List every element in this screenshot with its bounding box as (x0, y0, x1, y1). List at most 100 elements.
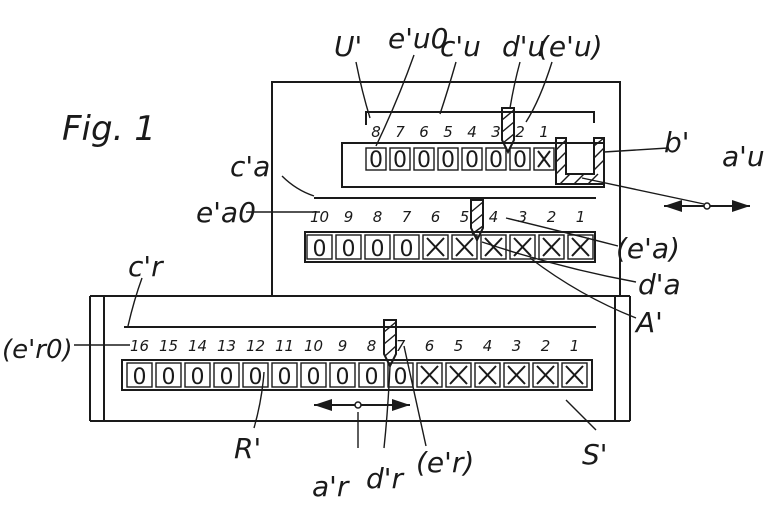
upper-cell-zero: 0 (485, 147, 507, 173)
upper-cell-zero: 0 (413, 147, 435, 173)
middle-cell-cross: X (451, 234, 478, 260)
lower-position-number: 7 (396, 337, 406, 355)
upper-cell-zero: 0 (461, 147, 483, 173)
middle-position-number: 5 (460, 208, 470, 226)
lower-position-number: 16 (130, 337, 149, 355)
svg-text:0: 0 (220, 365, 234, 390)
svg-text:0: 0 (278, 365, 292, 390)
upper-arrow-au (581, 177, 750, 212)
svg-text:X: X (545, 383, 546, 385)
middle-position-number: 9 (344, 208, 354, 226)
lower-cell-zero: 0 (387, 362, 414, 390)
svg-text:0: 0 (417, 148, 431, 173)
lower-position-number: 14 (188, 337, 207, 355)
middle-position-number: 3 (518, 208, 528, 226)
lower-position-number: 9 (338, 337, 348, 355)
lower-position-number: 13 (217, 337, 236, 355)
upper-position-number: 7 (395, 123, 405, 141)
svg-text:0: 0 (394, 365, 408, 390)
reference-labels: U' e'u0 c'u d'u (e'u) b' a'u c'a e'a0 (e… (2, 22, 765, 503)
svg-text:0: 0 (313, 237, 327, 262)
middle-position-number: 1 (576, 208, 586, 226)
lower-position-number: 1 (570, 337, 580, 355)
middle-cell-zero: 0 (364, 234, 391, 262)
label-r: R' (234, 432, 261, 465)
upper-cell-zero: 0 (509, 147, 531, 173)
lower-cell-zero: 0 (329, 362, 356, 390)
label-ea0: e'a0 (196, 196, 256, 229)
middle-cell-zero: 0 (306, 234, 333, 262)
middle-position-number: 6 (431, 208, 441, 226)
label-ar: a'r (312, 470, 350, 503)
lower-cell-zero: 0 (300, 362, 327, 390)
middle-pointer-da (470, 199, 484, 243)
lower-cell-cross: X (474, 362, 501, 388)
svg-text:0: 0 (191, 365, 205, 390)
upper-position-number: 6 (419, 123, 429, 141)
leader-lines (74, 54, 669, 449)
upper-cell-zero: 0 (389, 147, 411, 173)
upper-position-number: 1 (539, 123, 549, 141)
label-ea-paren: (e'a) (616, 232, 680, 265)
lower-cell-zero: 0 (271, 362, 298, 390)
svg-text:0: 0 (369, 148, 383, 173)
lower-position-number: 2 (541, 337, 551, 355)
svg-text:X: X (493, 255, 494, 257)
lower-position-number: 8 (367, 337, 377, 355)
label-u: U' (334, 30, 362, 63)
lower-position-number: 4 (483, 337, 493, 355)
label-cu: c'u (440, 30, 481, 63)
svg-text:0: 0 (307, 365, 321, 390)
lower-cell-zero: 0 (155, 362, 182, 390)
svg-text:X: X (516, 383, 517, 385)
svg-text:X: X (464, 255, 465, 257)
middle-position-number: 10 (310, 208, 329, 226)
label-eu-paren: (e'u) (538, 30, 603, 63)
middle-position-number: 7 (402, 208, 412, 226)
label-er0-paren: (e'r0) (2, 335, 73, 365)
label-a: A' (634, 306, 663, 339)
upper-cell-zero: 0 (437, 147, 459, 173)
upper-cell-cross: X (533, 147, 555, 171)
svg-text:X: X (487, 383, 488, 385)
svg-text:0: 0 (489, 148, 503, 173)
lower-position-number: 15 (159, 337, 178, 355)
lower-cell-cross: X (561, 362, 588, 388)
middle-position-number: 4 (489, 208, 499, 226)
svg-text:X: X (574, 383, 575, 385)
svg-text:0: 0 (465, 148, 479, 173)
upper-bar-cu (365, 111, 595, 125)
lower-arrow-ar (314, 399, 410, 411)
upper-position-number: 8 (371, 123, 381, 141)
lower-cell-zero: 0 (242, 362, 269, 390)
lower-position-number: 3 (512, 337, 522, 355)
svg-text:0: 0 (249, 365, 263, 390)
svg-text:0: 0 (371, 237, 385, 262)
label-cr: c'r (128, 250, 164, 283)
lower-register-body (121, 359, 593, 391)
lower-cell-cross: X (445, 362, 472, 388)
label-ca: c'a (230, 150, 270, 183)
upper-pointer-du (501, 107, 515, 155)
upper-position-number: 5 (443, 123, 453, 141)
label-dr: d'r (366, 462, 404, 495)
lower-carriage-s (89, 295, 631, 422)
lower-position-number: 11 (275, 337, 294, 355)
svg-text:X: X (435, 255, 436, 257)
lower-cell-zero: 0 (358, 362, 385, 390)
middle-cell-cross: X (480, 234, 507, 260)
svg-text:0: 0 (441, 148, 455, 173)
label-eu0: e'u0 (388, 22, 448, 55)
upper-slider-b (555, 137, 605, 185)
upper-carriage-frame (271, 81, 621, 297)
svg-text:0: 0 (162, 365, 176, 390)
svg-text:X: X (580, 255, 581, 257)
lower-cell-zero: 0 (126, 362, 153, 390)
lower-cell-cross: X (416, 362, 443, 388)
label-er-paren: (e'r) (416, 446, 474, 479)
